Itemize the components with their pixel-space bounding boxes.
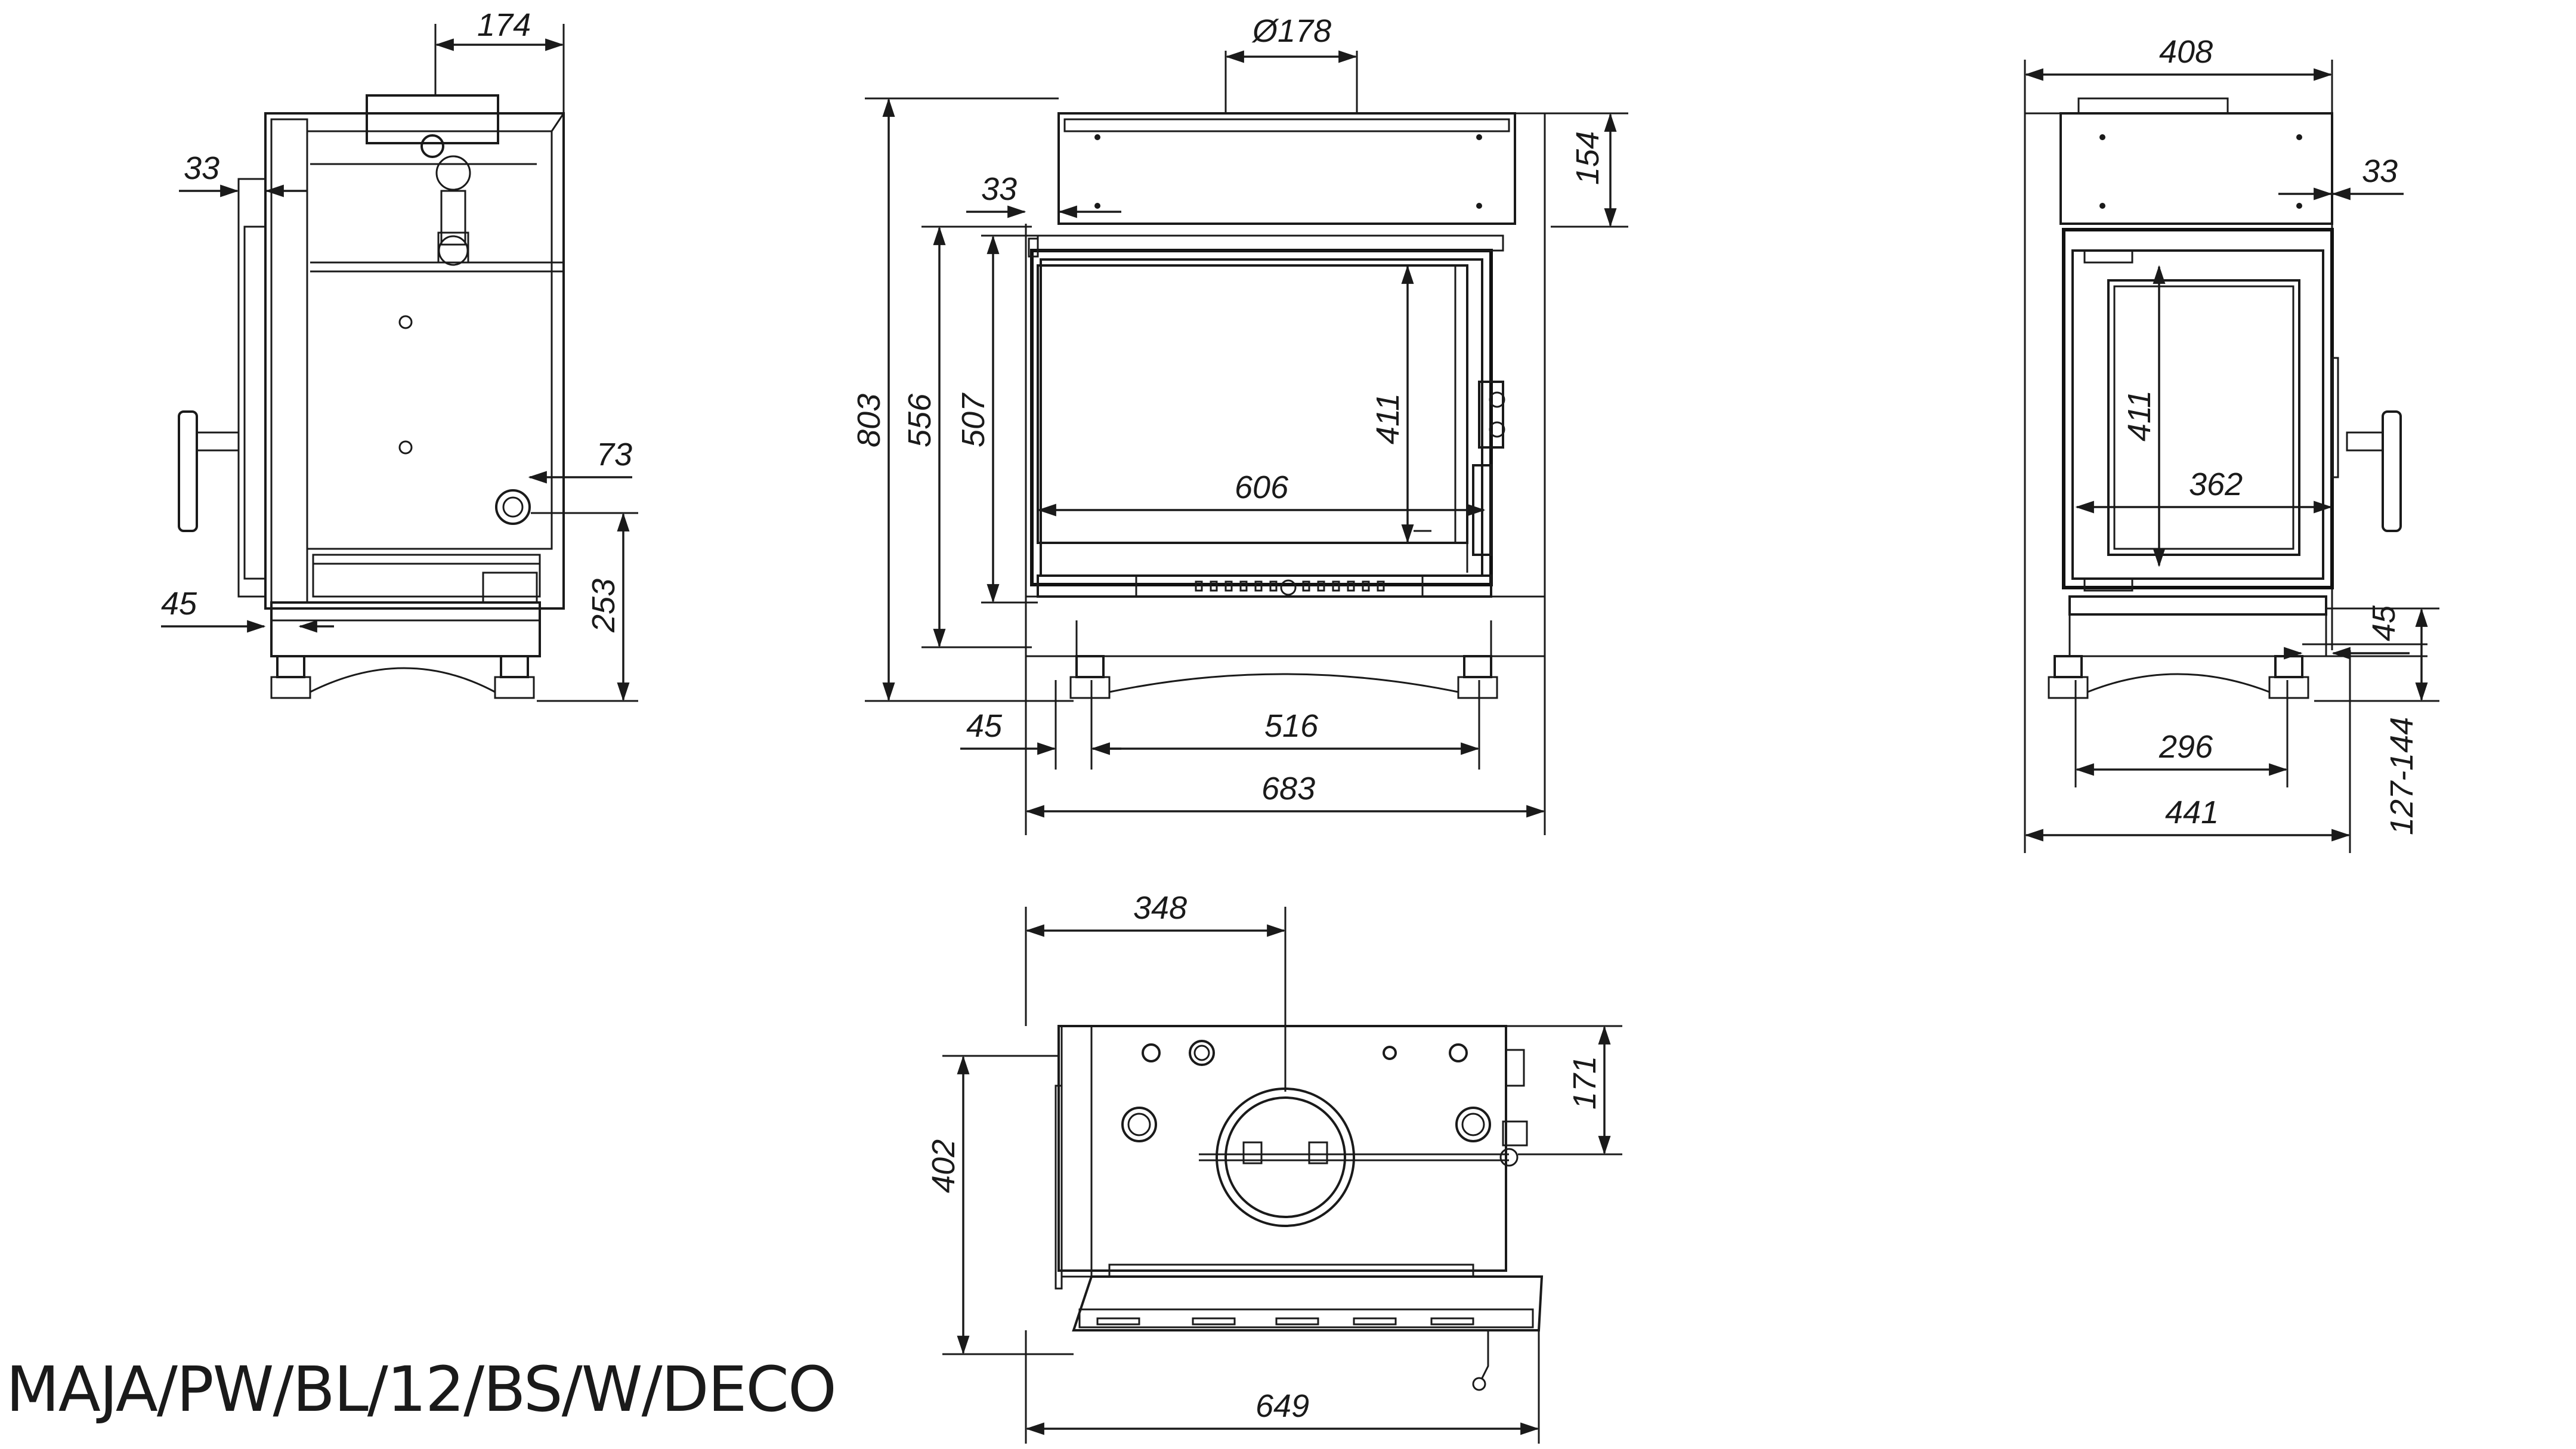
dim-front-683: 683 [1261, 771, 1315, 807]
dim-side-right-45: 45 [2366, 605, 2402, 641]
dim-side-left-33: 33 [184, 150, 219, 186]
side-view-left: 174 33 73 45 253 [161, 7, 638, 702]
dim-side-right-362: 362 [2189, 466, 2243, 502]
dim-top-348: 348 [1133, 890, 1187, 926]
dim-top-171: 171 [1567, 1056, 1603, 1110]
dim-front-803: 803 [851, 394, 887, 447]
dim-front-516: 516 [1264, 708, 1319, 744]
dim-side-left-73: 73 [596, 437, 632, 472]
top-view: 348 171 402 649 [926, 890, 1622, 1444]
dim-front-diameter-178: Ø178 [1251, 13, 1331, 49]
dim-side-left-174: 174 [477, 7, 531, 43]
dim-front-154: 154 [1570, 131, 1606, 185]
dim-top-402: 402 [926, 1139, 961, 1193]
model-name: MAJA/PW/BL/12/BS/W/DECO [6, 1353, 837, 1426]
dim-side-right-441: 441 [2165, 795, 2219, 830]
dim-side-right-33: 33 [2362, 153, 2398, 189]
dim-front-411: 411 [1370, 393, 1406, 444]
dim-side-right-127-144: 127-144 [2384, 717, 2420, 835]
dim-side-left-253: 253 [586, 579, 621, 633]
dim-top-649: 649 [1255, 1388, 1309, 1424]
dim-side-right-296: 296 [2158, 729, 2213, 765]
dim-front-45: 45 [966, 708, 1003, 744]
dim-side-right-411: 411 [2122, 390, 2157, 441]
dim-front-507: 507 [955, 393, 991, 447]
dim-side-left-45: 45 [161, 586, 197, 622]
side-view-right: 408 33 411 362 45 296 441 127-144 [2024, 34, 2439, 853]
front-view: Ø178 154 33 803 556 507 411 606 [851, 13, 1628, 835]
dim-front-556: 556 [902, 393, 938, 447]
dim-side-right-408: 408 [2159, 34, 2213, 70]
dim-front-606: 606 [1235, 469, 1289, 505]
dim-front-33: 33 [981, 171, 1017, 207]
vent-slots [1195, 580, 1385, 592]
